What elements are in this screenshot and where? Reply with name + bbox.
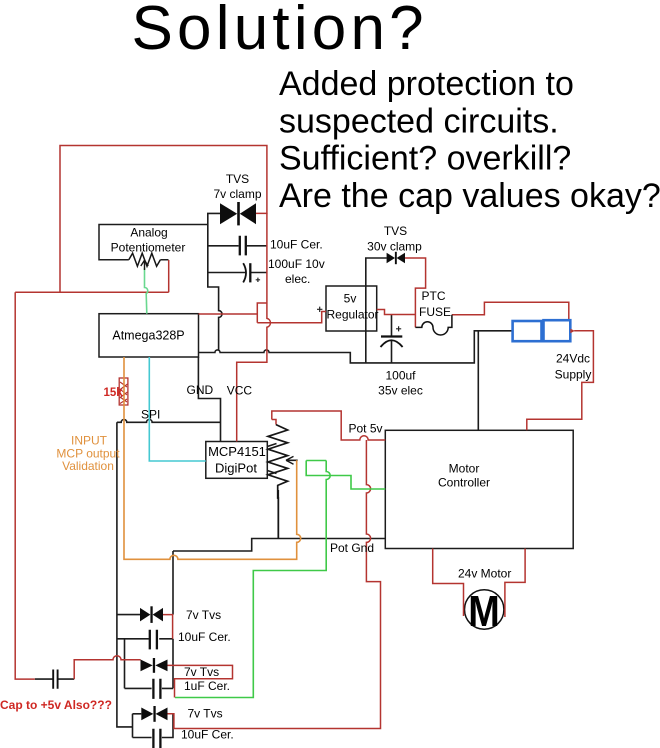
svg-text:GND: GND bbox=[187, 383, 214, 397]
svg-text:15k: 15k bbox=[104, 387, 124, 399]
svg-text:Validation: Validation bbox=[62, 459, 114, 473]
svg-text:100uF 10v: 100uF 10v bbox=[268, 257, 325, 271]
svg-text:MCP4151: MCP4151 bbox=[208, 444, 266, 459]
svg-text:Cap to +5v Also???: Cap to +5v Also??? bbox=[0, 698, 112, 712]
svg-text:Analog: Analog bbox=[130, 226, 167, 240]
svg-text:Added protection to: Added protection to bbox=[279, 65, 574, 103]
svg-text:TVS: TVS bbox=[226, 172, 249, 186]
svg-text:Are the cap values okay?: Are the cap values okay? bbox=[279, 177, 660, 215]
svg-text:TVS: TVS bbox=[384, 224, 407, 238]
svg-text:VCC: VCC bbox=[227, 384, 253, 398]
svg-text:Controller: Controller bbox=[438, 476, 490, 490]
svg-text:7v Tvs: 7v Tvs bbox=[184, 665, 219, 679]
svg-text:10uF Cer.: 10uF Cer. bbox=[181, 728, 234, 742]
svg-text:Regulator: Regulator bbox=[326, 308, 378, 322]
svg-text:FUSE: FUSE bbox=[419, 305, 451, 319]
svg-text:7v clamp: 7v clamp bbox=[213, 187, 261, 201]
svg-text:10uF Cer.: 10uF Cer. bbox=[270, 238, 323, 252]
svg-text:Supply: Supply bbox=[555, 368, 592, 382]
svg-text:10uF Cer.: 10uF Cer. bbox=[178, 630, 231, 644]
svg-text:5v: 5v bbox=[344, 292, 357, 306]
svg-text:100uf: 100uf bbox=[385, 369, 416, 383]
svg-text:1uF Cer.: 1uF Cer. bbox=[184, 679, 230, 693]
svg-text:7v Tvs: 7v Tvs bbox=[188, 707, 223, 721]
svg-text:elec.: elec. bbox=[285, 272, 310, 286]
svg-text:24v Motor: 24v Motor bbox=[458, 567, 511, 581]
svg-text:suspected circuits.: suspected circuits. bbox=[279, 103, 559, 141]
svg-text:SPI: SPI bbox=[141, 408, 160, 422]
svg-text:Motor: Motor bbox=[449, 462, 480, 476]
svg-text:35v elec: 35v elec bbox=[378, 384, 423, 398]
svg-text:30v clamp: 30v clamp bbox=[367, 240, 422, 254]
svg-text:MCP output: MCP output bbox=[56, 447, 120, 461]
svg-text:M: M bbox=[468, 587, 500, 636]
svg-text:PTC: PTC bbox=[422, 289, 446, 303]
svg-text:7v Tvs: 7v Tvs bbox=[186, 608, 221, 622]
svg-text:24Vdc: 24Vdc bbox=[556, 352, 590, 366]
svg-text:Pot Gnd: Pot Gnd bbox=[330, 541, 374, 555]
svg-text:Sufficient? overkill?: Sufficient? overkill? bbox=[279, 140, 571, 178]
svg-text:Pot 5v: Pot 5v bbox=[349, 422, 383, 436]
svg-text:DigiPot: DigiPot bbox=[215, 461, 257, 476]
svg-text:Atmega328P: Atmega328P bbox=[112, 329, 184, 343]
svg-text:INPUT: INPUT bbox=[71, 434, 108, 448]
svg-text:Potentiometer: Potentiometer bbox=[111, 241, 186, 255]
svg-text:Solution?: Solution? bbox=[132, 0, 428, 63]
